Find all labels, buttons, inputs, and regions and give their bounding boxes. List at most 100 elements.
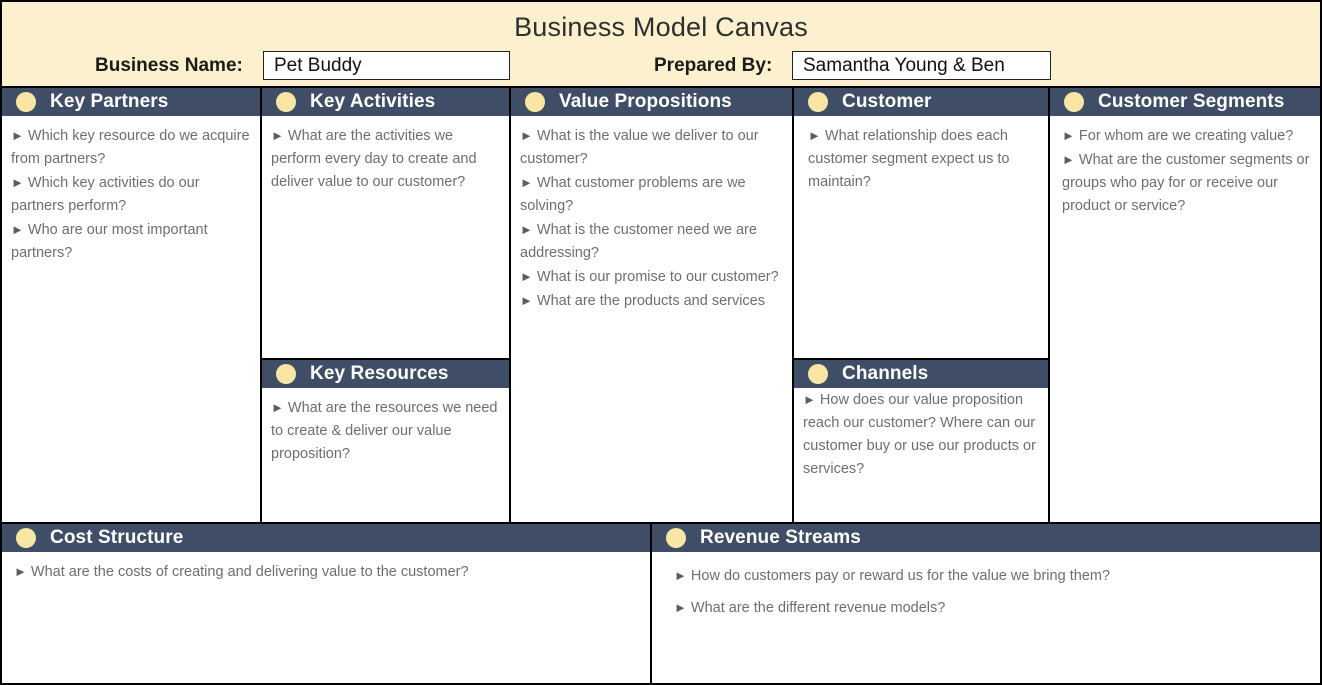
question-text: What are the different revenue models? (690, 600, 946, 616)
bullet-icon: ► (808, 128, 821, 143)
bullet-icon: ► (674, 568, 687, 583)
block-value-propositions[interactable]: Value Propositions ► What is the value w… (511, 88, 792, 522)
circle-icon (16, 528, 36, 548)
list-item: ► What are the activities we perform eve… (271, 124, 500, 194)
bullet-icon: ► (803, 392, 816, 407)
list-item: ► Which key activities do our partners p… (11, 171, 251, 218)
revenue-streams-body: ► How do customers pay or reward us for … (652, 552, 1320, 628)
bullet-icon: ► (520, 175, 533, 190)
bullet-icon: ► (11, 175, 24, 190)
value-propositions-body: ► What is the value we deliver to our cu… (511, 116, 792, 356)
circle-icon (808, 92, 828, 112)
key-resources-header: Key Resources (262, 360, 509, 388)
key-activities-title: Key Activities (310, 91, 436, 112)
question-text: What is the customer need we are address… (520, 222, 757, 261)
key-resources-title: Key Resources (310, 363, 449, 384)
page-title: Business Model Canvas (514, 12, 808, 42)
business-name-label: Business Name: (95, 55, 243, 76)
key-activities-body: ► What are the activities we perform eve… (262, 116, 509, 198)
list-item: ► For whom are we creating value? (1062, 124, 1311, 148)
business-name-input[interactable]: Pet Buddy (263, 51, 510, 80)
column-divider (260, 88, 262, 522)
list-item: ► What relationship does each customer s… (808, 124, 1039, 194)
cost-structure-header: Cost Structure (2, 524, 650, 552)
list-item: ► What are the products and services (520, 289, 783, 313)
block-key-resources[interactable]: Key Resources ► What are the resources w… (262, 360, 509, 522)
question-text: What customer problems are we solving? (520, 175, 746, 214)
question-text: What are the costs of creating and deliv… (30, 564, 469, 580)
sub-block-divider (262, 358, 509, 360)
revenue-streams-title: Revenue Streams (700, 527, 861, 548)
bullet-icon: ► (11, 128, 24, 143)
value-propositions-title: Value Propositions (559, 91, 732, 112)
cost-structure-title: Cost Structure (50, 527, 184, 548)
block-revenue-streams[interactable]: Revenue Streams ► How do customers pay o… (652, 524, 1320, 683)
column-divider (1048, 88, 1050, 522)
list-item: ► What are the different revenue models? (674, 592, 1311, 624)
block-cost-structure[interactable]: Cost Structure ► What are the costs of c… (2, 524, 650, 683)
canvas-header: Business Model Canvas Business Name: Pet… (2, 2, 1320, 88)
question-text: What are the products and services (536, 293, 765, 309)
key-partners-body: ► Which key resource do we acquire from … (2, 116, 260, 269)
channels-title: Channels (842, 363, 929, 384)
question-text: Which key activities do our partners per… (11, 175, 200, 214)
prepared-by-label: Prepared By: (654, 55, 773, 76)
question-text: What are the customer segments or groups… (1062, 152, 1310, 214)
question-text: Which key resource do we acquire from pa… (11, 128, 250, 167)
key-activities-header: Key Activities (262, 88, 509, 116)
bullet-icon: ► (520, 269, 533, 284)
question-text: What relationship does each customer seg… (808, 128, 1010, 190)
prepared-by-input[interactable]: Samantha Young & Ben (792, 51, 1051, 80)
customer-relationships-body: ► What relationship does each customer s… (794, 116, 1048, 198)
circle-icon (276, 92, 296, 112)
question-text: What is our promise to our customer? (536, 269, 779, 285)
column-divider (509, 88, 511, 522)
customer-segments-title: Customer Segments (1098, 91, 1285, 112)
customer-relationships-title: Customer (842, 91, 932, 112)
bullet-icon: ► (14, 564, 27, 579)
customer-segments-header: Customer Segments (1050, 88, 1320, 116)
bullet-icon: ► (271, 128, 284, 143)
bullet-icon: ► (1062, 128, 1075, 143)
customer-relationships-header: Customer (794, 88, 1048, 116)
circle-icon (276, 364, 296, 384)
list-item: ► How do customers pay or reward us for … (674, 560, 1311, 592)
key-partners-title: Key Partners (50, 91, 169, 112)
list-item: ► What is the customer need we are addre… (520, 218, 783, 265)
column-divider (792, 88, 794, 522)
list-item: ► What is our promise to our customer? (520, 265, 783, 289)
list-item: ► Which key resource do we acquire from … (11, 124, 251, 171)
question-text: How do customers pay or reward us for th… (690, 568, 1110, 584)
value-propositions-header: Value Propositions (511, 88, 792, 116)
channels-body: ► How does our value proposition reach o… (794, 388, 1048, 498)
bullet-icon: ► (520, 128, 533, 143)
block-key-activities[interactable]: Key Activities ► What are the activities… (262, 88, 509, 358)
list-item: ► What are the resources we need to crea… (271, 396, 500, 466)
block-key-partners[interactable]: Key Partners ► Which key resource do we … (2, 88, 260, 522)
list-item: ► What is the value we deliver to our cu… (520, 124, 783, 171)
bullet-icon: ► (11, 222, 24, 237)
circle-icon (1064, 92, 1084, 112)
row-divider (2, 522, 1320, 524)
block-customer-segments[interactable]: Customer Segments ► For whom are we crea… (1050, 88, 1320, 522)
circle-icon (666, 528, 686, 548)
customer-segments-body: ► For whom are we creating value? ► What… (1050, 116, 1320, 222)
bullet-icon: ► (271, 400, 284, 415)
block-customer-relationships[interactable]: Customer ► What relationship does each c… (794, 88, 1048, 358)
list-item: ► How does our value proposition reach o… (803, 388, 1039, 481)
sub-block-divider (794, 358, 1048, 360)
block-channels[interactable]: Channels ► How does our value propositio… (794, 360, 1048, 522)
key-resources-body: ► What are the resources we need to crea… (262, 388, 509, 470)
bullet-icon: ► (674, 600, 687, 615)
circle-icon (808, 364, 828, 384)
question-text: What are the resources we need to create… (271, 400, 498, 462)
key-partners-header: Key Partners (2, 88, 260, 116)
question-text: Who are our most important partners? (11, 222, 208, 261)
list-item: ► Who are our most important partners? (11, 218, 251, 265)
question-text: For whom are we creating value? (1078, 128, 1294, 144)
question-text: What is the value we deliver to our cust… (520, 128, 759, 167)
bullet-icon: ► (520, 222, 533, 237)
channels-header: Channels (794, 360, 1048, 388)
revenue-streams-header: Revenue Streams (652, 524, 1320, 552)
